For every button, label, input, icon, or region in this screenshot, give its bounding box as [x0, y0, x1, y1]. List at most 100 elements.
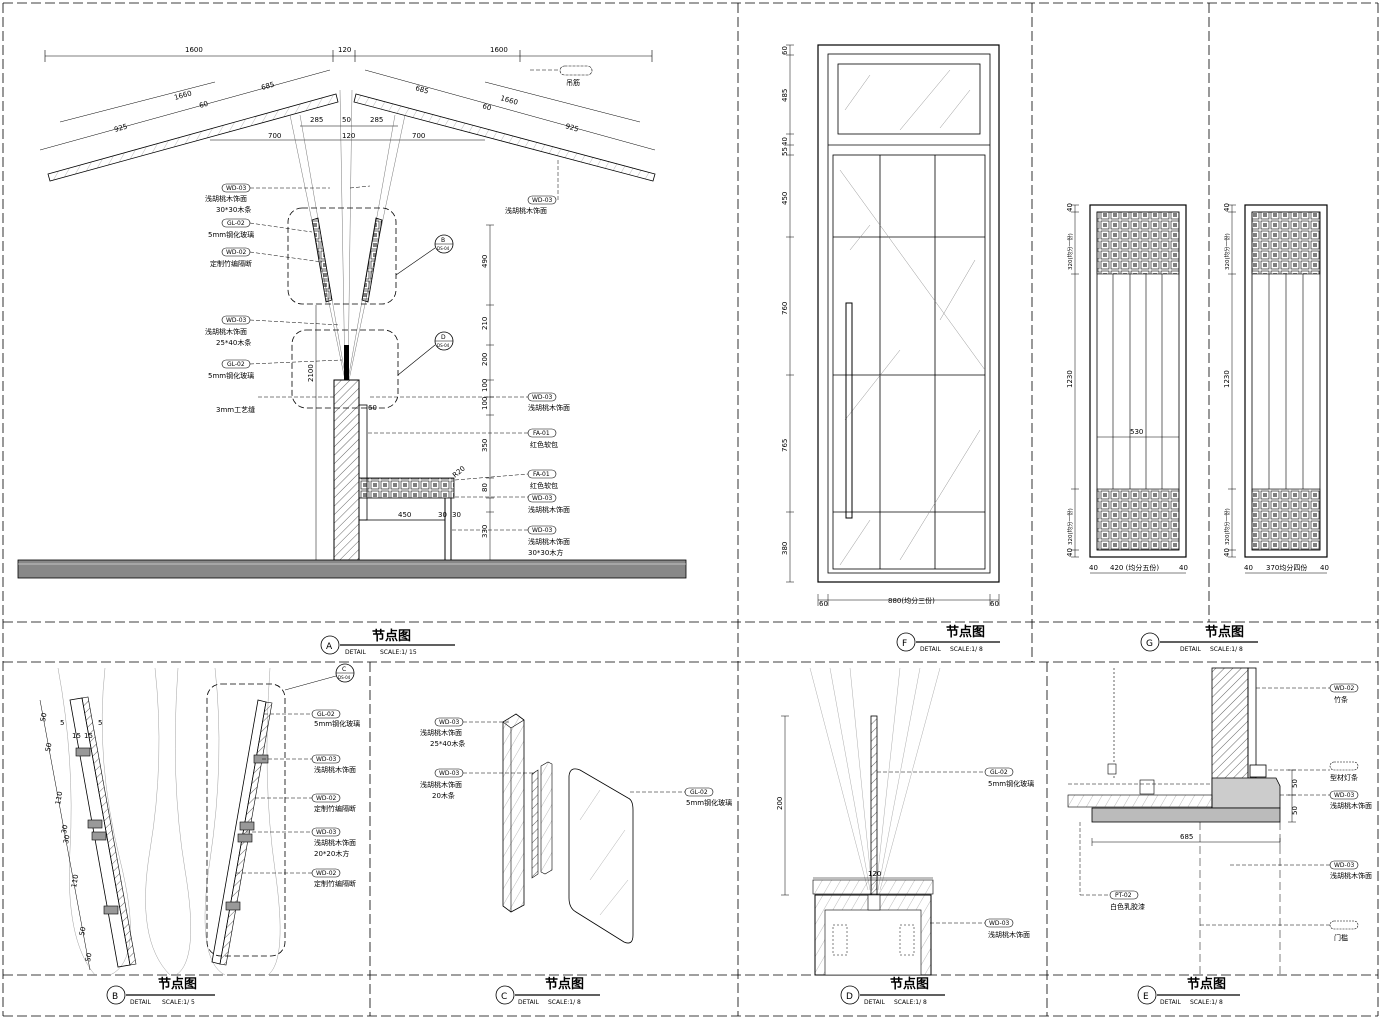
d-title: 节点图 [890, 976, 929, 992]
f-dim-765: 765 [781, 439, 789, 452]
b-callout-c-letter: C [342, 666, 346, 673]
b-dim-15-b: 15 [84, 732, 93, 740]
f-dim-60-r: 60 [990, 600, 999, 608]
panel-b-detail: C DS-04 50 5 15 15 5 50 110 30 30 110 50… [39, 663, 360, 976]
a-dim-925-right: 925 [564, 122, 579, 133]
panel-e-title: E 节点图 DETAIL SCALE:1/ 8 [1137, 976, 1240, 1006]
b-dim-50-b: 50 [44, 742, 53, 752]
a-dim-700-right: 700 [412, 132, 425, 140]
a-tag-8: FA-01 [533, 471, 550, 478]
a-dim-120-mid: 120 [342, 132, 355, 140]
a-callout-d-sheet: DS-04 [437, 343, 450, 348]
f-dim-60-top: 60 [781, 46, 789, 55]
e-title: 节点图 [1187, 976, 1226, 992]
e-tag-4: PT-02 [1115, 892, 1132, 899]
a-label-5: 浅胡桃木饰面 [205, 327, 247, 336]
a-tag-4: WD-03 [226, 317, 247, 324]
panel-a-title: A 节点图 DETAIL SCALE:1/ 15 [320, 628, 455, 656]
a-tag-5: GL-02 [227, 361, 245, 368]
g1-dim-1230: 1230 [1066, 370, 1074, 388]
b-tag-3: WD-02 [316, 795, 337, 802]
a-dim-50: 50 [342, 116, 351, 124]
a-label-7: 5mm钢化玻璃 [208, 371, 254, 380]
a-label-11: 红色软包 [530, 440, 558, 449]
c-tag-1: WD-03 [439, 719, 460, 726]
a-dim-r20: R20 [451, 465, 467, 480]
b-dim-30-a: 30 [60, 824, 69, 834]
d-scale: SCALE:1/ 8 [894, 999, 927, 1006]
c-title: 节点图 [545, 976, 584, 992]
a-dim-925-left: 925 [113, 123, 128, 134]
d-dim-200: 200 [776, 797, 784, 810]
panel-e-detail: 50 50 685 WD-02 竹条 型材灯条 WD-03 浅胡桃木饰面 WD-… [1067, 667, 1372, 975]
g2-dim-40-top: 40 [1223, 203, 1231, 212]
c-title-circle: C [501, 992, 507, 1002]
b-tag-1: GL-02 [317, 711, 335, 718]
g1-dim-40-bot: 40 [1066, 548, 1074, 557]
a-label-8: 3mm工艺缝 [216, 405, 255, 414]
g-title: 节点图 [1205, 624, 1244, 640]
a-dim-285-left: 285 [310, 116, 323, 124]
a-dim-2100: 2100 [307, 364, 315, 382]
a-label-16: 吊筋 [566, 78, 580, 87]
c-label-1: 浅胡桃木饰面 [420, 728, 462, 737]
b-dim-5-a: 5 [60, 719, 64, 727]
a-label-2: 30*30木条 [216, 205, 251, 214]
a-screen-right [361, 217, 383, 303]
d-label-2: 浅胡桃木饰面 [988, 930, 1030, 939]
g2-dim-40-bot: 40 [1223, 548, 1231, 557]
a-label-6: 25*40木条 [216, 338, 251, 347]
g1-dim-420: 420 (均分五份) [1110, 563, 1159, 572]
door-handle [845, 302, 853, 519]
e-detail: DETAIL [1160, 999, 1181, 1006]
a-callout-b-letter: B [441, 237, 445, 244]
a-tag-9: WD-03 [532, 495, 553, 502]
a-dim-120-top: 120 [338, 46, 351, 54]
c-label-3: 浅胡桃木饰面 [420, 780, 462, 789]
f-dim-450: 450 [781, 192, 789, 205]
panel-d-title: D 节点图 DETAIL SCALE:1/ 8 [840, 976, 945, 1006]
a-label-14: 浅胡桃木饰面 [528, 537, 570, 546]
b-callout-box-c [206, 683, 286, 957]
b-dim-5-b: 5 [98, 719, 102, 727]
d-label-1: 5mm钢化玻璃 [988, 779, 1034, 788]
a-callout-box-d [291, 329, 399, 409]
a-dim-30-v: 30 [438, 511, 447, 519]
g1-dim-40-top: 40 [1066, 203, 1074, 212]
panel-b-title: B 节点图 DETAIL SCALE:1/ 5 [106, 976, 215, 1006]
e-scale: SCALE:1/ 8 [1190, 999, 1223, 1006]
a-dim-30-h: 30 [452, 511, 461, 519]
panel-g-title: G 节点图 DETAIL SCALE:1/ 8 [1140, 624, 1258, 653]
b-label-2: 浅胡桃木饰面 [314, 765, 356, 774]
d-dim-120: 120 [868, 870, 881, 878]
d-tag-2: WD-03 [989, 920, 1010, 927]
d-detail: DETAIL [864, 999, 885, 1006]
a-dim-60-right: 60 [481, 102, 492, 112]
e-tag-1: WD-02 [1334, 685, 1355, 692]
b-tags: GL-02 5mm钢化玻璃 WD-03 浅胡桃木饰面 WD-02 定制竹编隔断 … [311, 709, 360, 888]
g2-dim-370: 370均分四份 [1266, 563, 1307, 572]
a-tags-left: WD-03 浅胡桃木饰面 30*30木条 GL-02 5mm钢化玻璃 WD-02… [205, 183, 255, 414]
b-detail: DETAIL [130, 999, 151, 1006]
a-tag-1: WD-03 [226, 185, 247, 192]
a-dim-350: 350 [481, 439, 489, 452]
g2-dim-320-top: 320(均分一份) [1223, 233, 1231, 270]
b-title: 节点图 [158, 976, 197, 992]
b-scale: SCALE:1/ 5 [162, 999, 195, 1006]
b-dim-110-a: 110 [54, 791, 64, 806]
c-label-5: 5mm钢化玻璃 [686, 798, 732, 807]
panel-d-detail: 200 120 GL-02 5mm钢化玻璃 WD-03 浅胡桃木饰面 [776, 667, 1034, 976]
a-tag-3: WD-02 [226, 249, 247, 256]
a-backrest [358, 404, 368, 521]
a-label-15: 30*30木方 [528, 548, 563, 557]
a-callout-box-b [287, 207, 397, 305]
e-dim-685: 685 [1180, 833, 1193, 841]
a-dim-200: 200 [481, 353, 489, 366]
a-label-13: 浅胡桃木饰面 [528, 505, 570, 514]
d-tags: GL-02 5mm钢化玻璃 WD-03 浅胡桃木饰面 [984, 767, 1034, 939]
b-callout-c-sheet: DS-04 [338, 675, 351, 680]
b-dim-15-a: 15 [72, 732, 81, 740]
g2-dim-40-l: 40 [1244, 564, 1253, 572]
